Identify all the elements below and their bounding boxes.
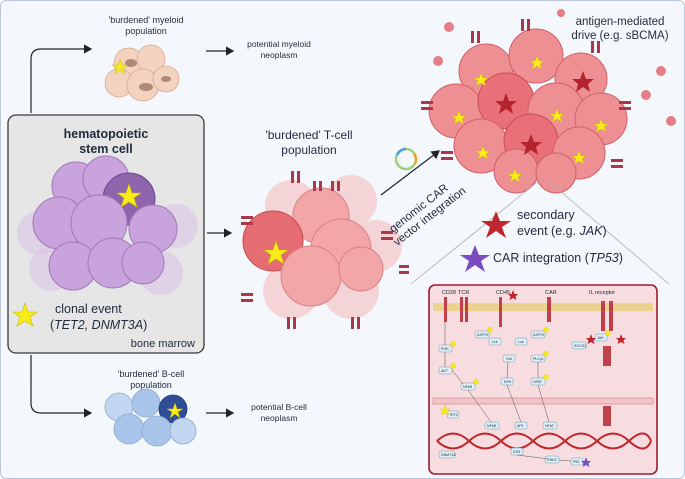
antigen-drive-line2: drive (e.g. sBCMA): [571, 30, 668, 42]
node-chk2: CHK2: [547, 458, 557, 462]
car-integration-star-icon: [460, 245, 490, 272]
bcell-population-line1: 'burdened' B-cell: [118, 369, 184, 379]
node-socs1: SOCS1: [574, 344, 586, 348]
myeloid-population: 'burdened' myeloid population potential …: [104, 15, 311, 102]
bcell-population-line2: population: [130, 380, 172, 390]
antigen-drive-line1: antigen-mediated: [576, 16, 665, 28]
node-ap1: AP1: [517, 424, 524, 428]
pathway-p53-star-icon: [581, 457, 591, 467]
secondary-event-line2: event (e.g. JAK): [517, 224, 607, 238]
node-nfat-b: NFAT: [545, 424, 555, 428]
node-pi3k: PI3K: [441, 347, 449, 351]
receptor-cd28: CD28: [442, 290, 456, 296]
tcell-population-line1: 'burdened' T-cell: [265, 128, 352, 142]
bone-marrow-panel: hematopoietic stem cell clonal event (TE…: [7, 114, 205, 354]
node-nfat-a: NFAT: [533, 380, 543, 384]
secondary-event-star-icon: [481, 211, 511, 238]
myeloid-neoplasm-line1: potential myeloid: [247, 39, 311, 49]
myeloid-population-line2: population: [125, 26, 167, 36]
hsc-title-line2: stem cell: [79, 142, 133, 156]
node-nfkb-b: NFkB: [487, 424, 497, 428]
clonal-genes-label: (TET2, DNMT3A): [50, 318, 147, 332]
pathway-tet2-star-icon: [439, 404, 451, 416]
hsc-title-line1: hematopoietic: [64, 127, 149, 141]
node-grb: Grb: [506, 357, 512, 361]
tcell-clonal-star-icon: [263, 240, 289, 265]
node-lck-a: Lck: [492, 340, 498, 344]
soluble-antigen-dots: [433, 9, 676, 126]
node-erk: ERK: [504, 380, 512, 384]
car-integration-label: genomic CAR vector integration: [387, 182, 468, 248]
node-p53: P53: [573, 460, 579, 464]
node-akt: AKT: [441, 369, 449, 373]
myeloid-clonal-star-icon: [111, 58, 129, 75]
node-plcy1: PLCy1: [533, 357, 544, 361]
bcell-population: 'burdened' B-cell population potential B…: [104, 369, 307, 447]
signaling-pathway-inset: CD28 TCR CD45 CAR IL receptor: [428, 284, 658, 475]
clonal-event-star-icon: [116, 183, 142, 208]
node-atm: ATM: [513, 450, 520, 454]
secondary-event-line1: secondary: [517, 208, 575, 222]
bone-marrow-label: bone marrow: [131, 338, 195, 350]
node-jak: JAK: [597, 336, 604, 340]
bcell-neoplasm-line1: potential B-cell: [251, 402, 307, 412]
car-t-expansion-cluster: antigen-mediated drive (e.g. sBCMA): [421, 9, 676, 194]
car-integration-event-label: CAR integration (TP53): [493, 251, 623, 265]
hsc-cell-cluster: [17, 155, 198, 295]
myeloid-population-line1: 'burdened' myeloid: [109, 15, 184, 25]
node-zap70-a: ZAP70: [477, 333, 488, 337]
event-legend: secondary event (e.g. JAK) CAR integrati…: [410, 178, 670, 285]
clonal-event-label: clonal event: [55, 302, 122, 316]
bcell-clonal-star-icon: [166, 402, 184, 419]
receptor-car: CAR: [545, 290, 557, 296]
node-dnmt3a: DNMT3A: [441, 453, 456, 457]
myeloid-neoplasm-line2: neoplasm: [261, 50, 298, 60]
receptor-tcr: TCR: [458, 290, 469, 296]
node-tet2: TET2: [449, 413, 458, 417]
clonal-event-legend-star-icon: [12, 302, 38, 327]
receptor-il: IL receptor: [589, 290, 615, 296]
tcell-population-line2: population: [281, 143, 336, 157]
bcell-neoplasm-line2: neoplasm: [261, 413, 298, 423]
node-lck-b: Lck: [518, 340, 524, 344]
car-vector-plasmid-icon: [394, 147, 418, 171]
lineage-arrows: [30, 44, 440, 418]
tcell-population: 'burdened' T-cell population: [241, 128, 409, 329]
node-zap70-b: ZAP70: [533, 333, 544, 337]
node-nfkb-a: NFkB: [463, 385, 473, 389]
receptor-cd45: CD45: [496, 290, 510, 296]
